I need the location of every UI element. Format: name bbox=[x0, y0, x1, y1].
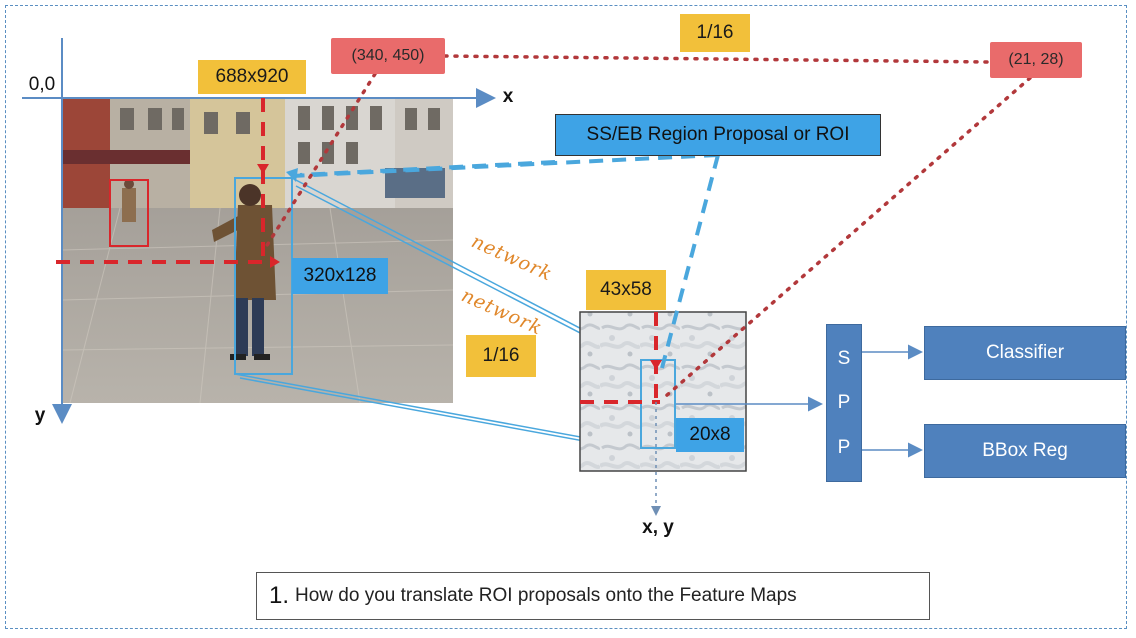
proposal-dashed-lines bbox=[291, 153, 720, 369]
caption-text: How do you translate ROI proposals onto … bbox=[295, 585, 797, 606]
scale-top-label: 1/16 bbox=[680, 14, 750, 52]
region-proposal-label: SS/EB Region Proposal or ROI bbox=[555, 114, 881, 156]
caption-box: 1. How do you translate ROI proposals on… bbox=[256, 572, 930, 620]
feature-map-size-label: 43x58 bbox=[586, 270, 666, 310]
spp-letter-p1: P bbox=[837, 392, 851, 413]
roi-size-image-label: 320x128 bbox=[292, 258, 388, 294]
flow-arrows bbox=[676, 344, 923, 458]
y-axis-label: y bbox=[34, 405, 46, 426]
bbox-reg-block: BBox Reg bbox=[924, 424, 1126, 478]
feature-xy-label: x, y bbox=[642, 517, 674, 538]
classifier-block: Classifier bbox=[924, 326, 1126, 380]
origin-label: 0,0 bbox=[28, 74, 56, 95]
roi-coord-image-label: (340, 450) bbox=[331, 38, 445, 74]
image-axes bbox=[22, 38, 496, 424]
street-photo bbox=[61, 98, 454, 404]
spp-letter-s: S bbox=[837, 347, 851, 369]
dashed-frame bbox=[5, 5, 1127, 629]
scale-mid-label: 1/16 bbox=[466, 335, 536, 377]
x-axis-label: x bbox=[502, 86, 514, 107]
caption-number: 1. bbox=[269, 582, 290, 609]
spp-letter-p2: P bbox=[837, 436, 851, 458]
roi-coord-feature-label: (21, 28) bbox=[990, 42, 1082, 78]
image-center-markers bbox=[56, 98, 270, 264]
spp-block: S P P bbox=[826, 324, 862, 482]
coordinate-mapping-lines bbox=[262, 54, 1032, 398]
roi-size-feature-label: 20x8 bbox=[676, 418, 744, 452]
image-size-label: 688x920 bbox=[198, 60, 306, 94]
feature-map bbox=[579, 311, 747, 516]
